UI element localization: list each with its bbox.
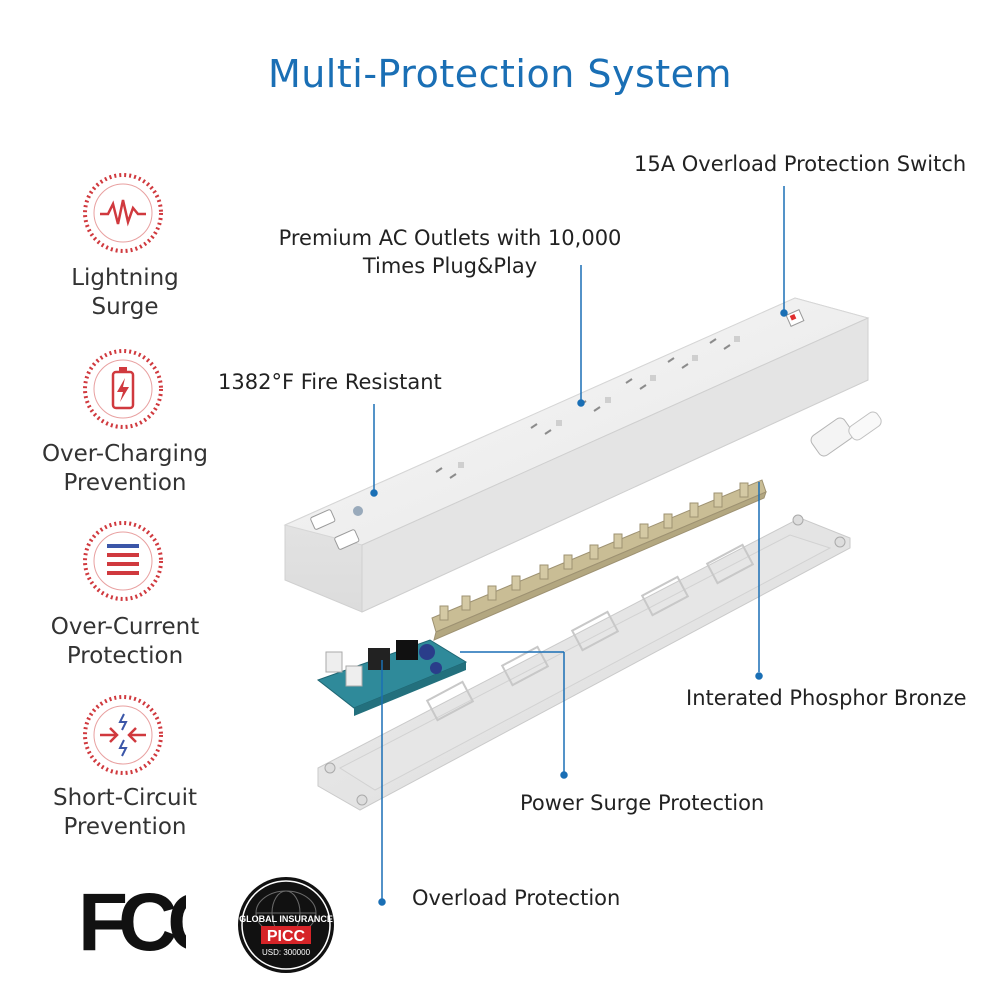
picc-name-text: PICC [267, 928, 306, 945]
outlets-callout: Premium AC Outlets with 10,000 Times Plu… [258, 224, 642, 280]
phosphor-bronze-strip [431, 479, 767, 641]
feature-label-line1: Over-Charging [41, 441, 209, 467]
lightning-icon [83, 173, 163, 253]
feature-short-circuit: Short-Circuit Prevention [0, 784, 250, 842]
battery-icon [83, 349, 163, 429]
outlets-callout-line2: Times Plug&Play [362, 254, 538, 278]
overload-callout: Overload Protection [412, 886, 621, 910]
cord-grommet [810, 411, 882, 457]
feature-label-line1: Over-Current [50, 614, 200, 640]
feature-over-current: Over-Current Protection [0, 613, 250, 671]
feature-label-line1: Lightning [71, 265, 179, 291]
picc-amount-text: USD: 300000 [262, 948, 311, 957]
feature-label-line2: Surge [91, 294, 159, 320]
picc-top-text: GLOBAL INSURANCE [239, 914, 333, 924]
bronze-callout: Interated Phosphor Bronze [686, 686, 967, 710]
fcc-logo: FCC [78, 880, 186, 960]
fire-callout: 1382°F Fire Resistant [218, 370, 442, 394]
short-circuit-icon [83, 695, 163, 775]
surge-callout: Power Surge Protection [520, 791, 765, 815]
leader-lines [370, 186, 788, 906]
feature-lightning-surge: Lightning Surge [0, 264, 250, 322]
svg-text:FCC: FCC [78, 880, 186, 960]
bottom-base [317, 514, 851, 811]
feature-label-line2: Prevention [63, 470, 187, 496]
bronze-contacts [439, 482, 749, 621]
outlets-callout-line1: Premium AC Outlets with 10,000 [278, 226, 622, 250]
feature-label-line1: Short-Circuit [52, 785, 198, 811]
picc-insurance-logo: GLOBAL INSURANCE PICC USD: 300000 [238, 877, 334, 973]
feature-label-line2: Protection [66, 643, 184, 669]
feature-label-line2: Prevention [63, 814, 187, 840]
current-bars-icon [83, 521, 163, 601]
page-title: Multi-Protection System [267, 52, 733, 96]
top-housing [283, 297, 870, 613]
switch-callout: 15A Overload Protection Switch [634, 152, 967, 176]
surge-pcb [316, 639, 468, 716]
feature-over-charging: Over-Charging Prevention [0, 440, 250, 498]
